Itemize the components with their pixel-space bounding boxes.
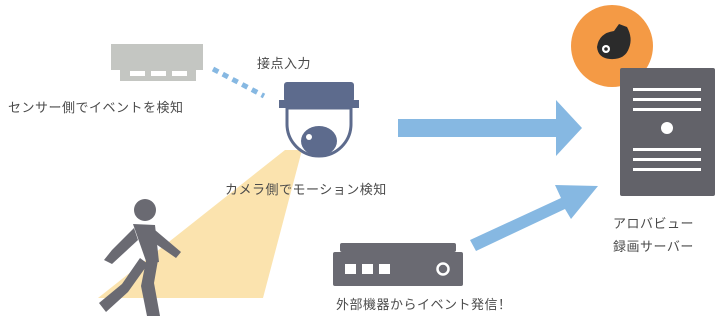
sensor-icon — [111, 44, 203, 81]
contact-input-label: 接点入力 — [257, 57, 312, 72]
sensor-detect-label: センサー側でイベントを検知 — [8, 101, 184, 116]
arrow-device-to-server — [470, 185, 598, 251]
server-icon — [620, 68, 715, 196]
recorder-icon — [333, 243, 463, 286]
server-name-label: アロバビュー — [613, 217, 695, 232]
camera-detect-label: カメラ側でモーション検知 — [225, 183, 387, 198]
camera-icon — [279, 82, 359, 158]
server-type-label: 録画サーバー — [613, 240, 694, 255]
person-icon — [99, 199, 181, 316]
mascot-icon — [571, 5, 653, 87]
external-event-label: 外部機器からイベント発信！ — [336, 298, 512, 313]
arrow-camera-to-server — [398, 100, 582, 156]
contact-link — [211, 66, 266, 99]
